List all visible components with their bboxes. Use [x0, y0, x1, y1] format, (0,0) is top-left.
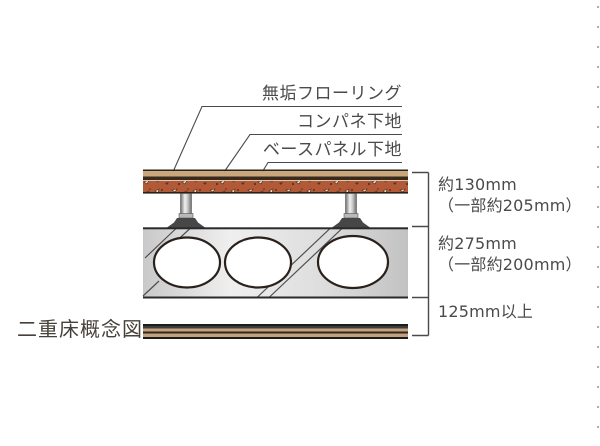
floor-assembly	[143, 169, 408, 194]
label-plywood-subfloor: コンパネ下地	[297, 112, 402, 132]
diagram-caption: 二重床概念図	[17, 317, 143, 341]
slab-void-3	[316, 234, 390, 290]
base-panel-layer	[143, 181, 408, 192]
dimension-bracket	[412, 171, 430, 337]
slab-void-2	[223, 236, 293, 289]
dimension-slab-sub: （一部約200mm）	[438, 255, 582, 274]
support-base-left	[167, 218, 205, 229]
dimension-ceiling-space: 125mm以上	[438, 301, 533, 322]
support-base-right	[332, 218, 370, 229]
dimension-slab-main: 約275mm	[438, 234, 517, 253]
leader-line-flooring	[169, 105, 402, 178]
slab-void-1	[152, 236, 222, 289]
dimension-floor-assembly: 約130mm （一部約205mm）	[438, 174, 582, 216]
flooring-layer	[143, 171, 408, 177]
floor-support-left	[167, 193, 205, 229]
page-edge-dots	[597, 6, 599, 442]
label-base-panel-subfloor: ベースパネル下地	[262, 140, 402, 160]
ceiling-board	[143, 324, 408, 339]
leader-line-plywood	[217, 133, 402, 182]
label-flooring: 無垢フローリング	[262, 84, 402, 104]
dimension-floor-assembly-main: 約130mm	[438, 175, 517, 194]
dimension-floor-assembly-sub: （一部約205mm）	[438, 196, 582, 215]
plywood-layer	[143, 176, 408, 180]
dimension-ceiling-space-main: 125mm以上	[438, 302, 534, 321]
floor-support-right	[332, 193, 370, 229]
concrete-slab	[142, 227, 408, 299]
dimension-slab: 約275mm （一部約200mm）	[438, 233, 582, 275]
